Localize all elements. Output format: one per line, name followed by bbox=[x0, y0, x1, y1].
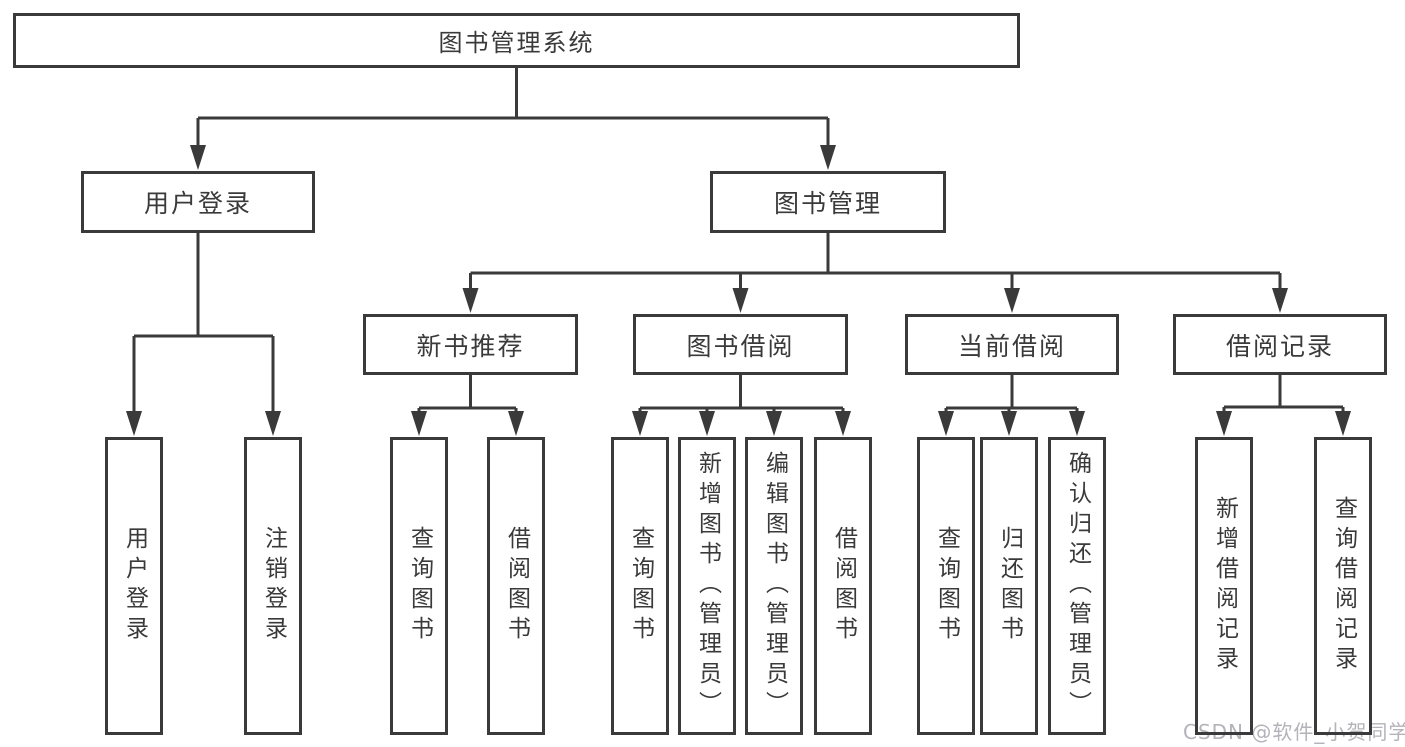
leaf-query-books-borrow: 查询图书 bbox=[611, 437, 669, 735]
leaf-edit-book-admin: 编辑图书（管理员） bbox=[745, 437, 803, 735]
leaf-label: 新增借阅记录 bbox=[1211, 496, 1238, 676]
csdn-watermark: CSDN @软件_小贺同学 bbox=[1183, 720, 1405, 744]
node-label: 图书借阅 bbox=[686, 331, 795, 361]
node-library-management-system: 图书管理系统 bbox=[13, 13, 1020, 68]
node-book-management: 图书管理 bbox=[710, 171, 946, 233]
node-borrowing-records: 借阅记录 bbox=[1173, 314, 1387, 375]
leaf-add-borrow-record: 新增借阅记录 bbox=[1195, 437, 1253, 735]
leaf-label: 用户登录 bbox=[121, 526, 148, 646]
node-new-book-recommendation: 新书推荐 bbox=[363, 314, 578, 375]
leaf-label: 借阅图书 bbox=[503, 526, 530, 646]
node-label: 用户登录 bbox=[143, 189, 252, 218]
leaf-label: 借阅图书 bbox=[830, 526, 857, 646]
node-user-login: 用户登录 bbox=[81, 171, 315, 233]
node-current-borrowing: 当前借阅 bbox=[905, 314, 1119, 375]
leaf-return-book: 归还图书 bbox=[980, 437, 1038, 735]
leaf-label: 编辑图书（管理员） bbox=[761, 451, 788, 721]
leaf-label: 注销登录 bbox=[260, 526, 287, 646]
tree-edges bbox=[132, 68, 1345, 413]
leaf-label: 新增图书（管理员） bbox=[694, 451, 721, 721]
leaf-query-books-recommend: 查询图书 bbox=[390, 437, 448, 735]
arrowheads bbox=[126, 145, 1351, 436]
leaf-label: 查询图书 bbox=[627, 526, 654, 646]
node-book-borrowing: 图书借阅 bbox=[633, 314, 848, 375]
leaf-borrow-books-recommend: 借阅图书 bbox=[487, 437, 545, 735]
leaf-label: 查询图书 bbox=[406, 526, 433, 646]
leaf-confirm-return-admin: 确认归还（管理员） bbox=[1048, 437, 1106, 735]
leaf-label: 确认归还（管理员） bbox=[1064, 451, 1091, 721]
leaf-label: 查询借阅记录 bbox=[1330, 496, 1357, 676]
node-label: 图书管理系统 bbox=[438, 29, 595, 57]
leaf-add-book-admin: 新增图书（管理员） bbox=[678, 437, 736, 735]
node-label: 当前借阅 bbox=[957, 331, 1066, 361]
leaf-query-books-current: 查询图书 bbox=[917, 437, 975, 735]
leaf-user-login: 用户登录 bbox=[105, 437, 163, 735]
leaf-label: 归还图书 bbox=[996, 526, 1023, 646]
leaf-logout: 注销登录 bbox=[244, 437, 302, 735]
node-label: 借阅记录 bbox=[1225, 331, 1334, 361]
leaf-borrow-books: 借阅图书 bbox=[814, 437, 872, 735]
leaf-query-borrow-record: 查询借阅记录 bbox=[1314, 437, 1372, 735]
leaf-label: 查询图书 bbox=[933, 526, 960, 646]
node-label: 图书管理 bbox=[773, 189, 882, 218]
node-label: 新书推荐 bbox=[416, 331, 525, 361]
